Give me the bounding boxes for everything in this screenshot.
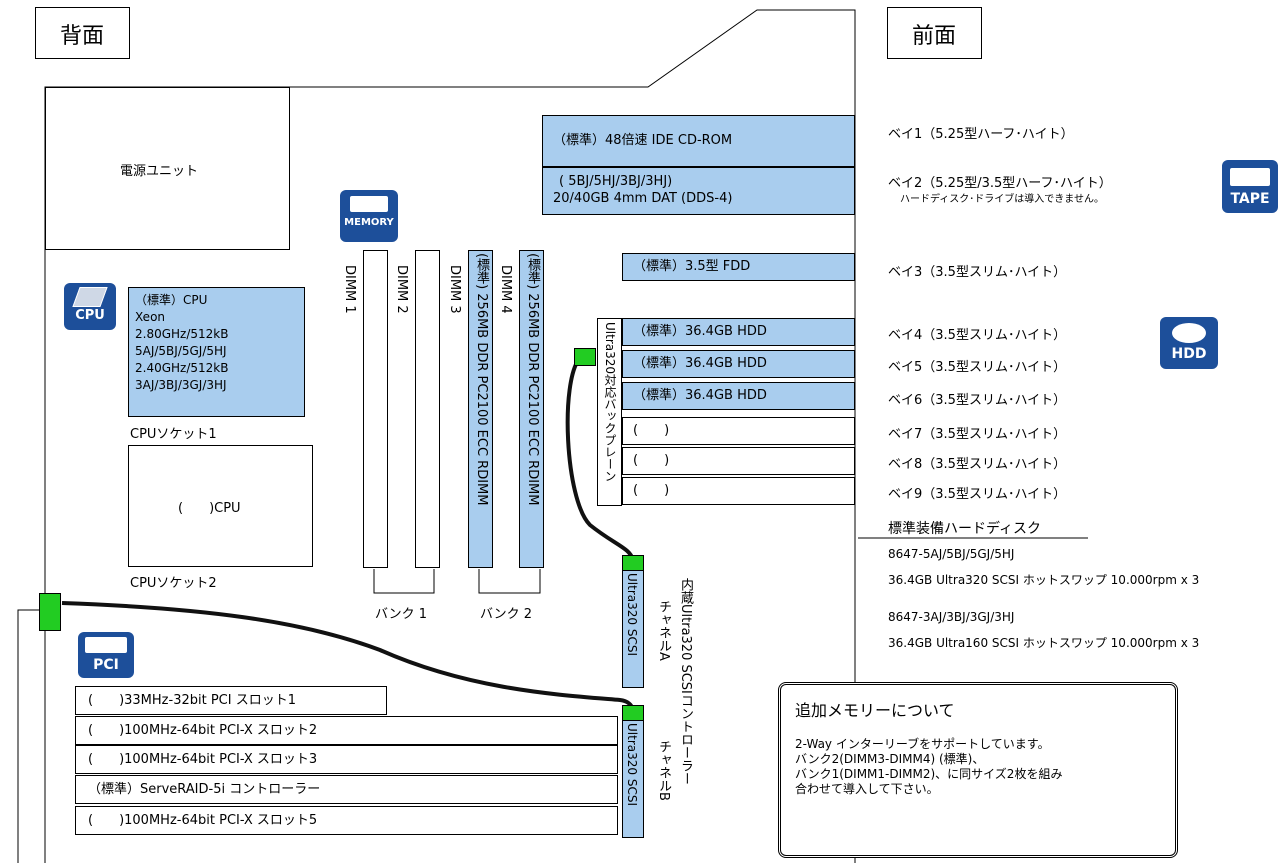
cpu-socket-2-label: ( )CPU xyxy=(178,501,241,516)
bay-6-hdd: （標準）36.4GB HDD xyxy=(622,382,855,410)
hdd-icon: HDD xyxy=(1160,317,1218,369)
bay-7-empty: ( ) xyxy=(622,417,855,445)
dimm-4-content: (標準) 256MB DDR PC2100 ECC RDIMM xyxy=(525,253,540,506)
bay-8-desc: ベイ8（3.5型スリム･ハイト） xyxy=(888,457,1067,472)
pci-slot-2: ( )100MHz-64bit PCI-X スロット2 xyxy=(75,716,618,745)
cpu-socket-1: （標準）CPU Xeon 2.80GHz/512kB 5AJ/5BJ/5GJ/5… xyxy=(128,287,305,417)
bay-1-cdrom: （標準）48倍速 IDE CD-ROM xyxy=(542,115,855,167)
pci-slot-3: ( )100MHz-64bit PCI-X スロット3 xyxy=(75,745,618,774)
bank-1-label: バンク 1 xyxy=(375,607,428,622)
cpu-socket-2 xyxy=(128,445,313,567)
bay-1-desc: ベイ1（5.25型ハーフ･ハイト） xyxy=(888,127,1074,142)
dimm-3-slot xyxy=(468,250,493,568)
cpu-socket-2-caption: CPUソケット2 xyxy=(130,576,217,591)
memory-note-line: 合わせて導入して下さい。 xyxy=(795,782,939,796)
bay-3-desc: ベイ3（3.5型スリム･ハイト） xyxy=(888,265,1067,280)
pci-slot-1: ( )33MHz-32bit PCI スロット1 xyxy=(75,686,387,715)
pci-slot-4: （標準）ServeRAID-5i コントローラー xyxy=(75,775,618,804)
cpu-line: 2.40GHz/512kB xyxy=(135,361,229,375)
back-header xyxy=(35,7,130,59)
memory-note-line: バンク2(DIMM3-DIMM4) (標準)、 xyxy=(795,752,985,766)
bay-6-desc: ベイ6（3.5型スリム･ハイト） xyxy=(888,393,1067,408)
standard-hdd-title: 標準装備ハードディスク xyxy=(888,521,1042,537)
scsi-port-a-label: Ultra320 SCSI xyxy=(625,573,639,656)
front-header xyxy=(887,7,982,59)
cpu-line: 3AJ/3BJ/3GJ/3HJ xyxy=(135,378,227,392)
dimm-4-slot xyxy=(519,250,544,568)
pci-icon: PCI xyxy=(78,632,134,678)
standard-hdd-desc-2: 36.4GB Ultra160 SCSI ホットスワップ 10.000rpm x… xyxy=(888,636,1200,650)
backplane xyxy=(597,318,622,506)
cpu-line: 5AJ/5BJ/5GJ/5HJ xyxy=(135,344,227,358)
cpu-line: 2.80GHz/512kB xyxy=(135,327,229,341)
dat-line-2: 20/40GB 4mm DAT (DDS-4) xyxy=(553,191,733,206)
dimm-3-content: (標準) 256MB DDR PC2100 ECC RDIMM xyxy=(474,253,489,506)
tape-icon: TAPE xyxy=(1222,160,1278,213)
bay-4-hdd: （標準）36.4GB HDD xyxy=(622,318,855,346)
memory-note-line: バンク1(DIMM1-DIMM2)、に同サイズ2枚を組み xyxy=(795,767,1063,781)
bay-4-desc: ベイ4（3.5型スリム･ハイト） xyxy=(888,328,1067,343)
pci-slot-5: ( )100MHz-64bit PCI-X スロット5 xyxy=(75,806,618,835)
memory-icon: MEMORY xyxy=(340,190,398,242)
backplane-label: Ultra320対応バックプレーン xyxy=(603,322,617,483)
standard-hdd-model-1: 8647-5AJ/5BJ/5GJ/5HJ xyxy=(888,547,1015,561)
front-header-label: 前面 xyxy=(912,24,957,49)
scsi-controller-label: 内蔵Ultra320 SCSIコントローラー xyxy=(678,578,693,785)
bay-7-desc: ベイ7（3.5型スリム･ハイト） xyxy=(888,427,1067,442)
bay-2-dat: ( 5BJ/5HJ/3BJ/3HJ) 20/40GB 4mm DAT (DDS-… xyxy=(542,167,855,215)
channel-a-label: チャネルA xyxy=(656,600,671,661)
bay-9-desc: ベイ9（3.5型スリム･ハイト） xyxy=(888,487,1067,502)
bay-9-empty: ( ) xyxy=(622,477,855,505)
power-unit xyxy=(45,87,290,250)
scsi-port-b xyxy=(622,720,644,838)
memory-note-line: 2-Way インターリーブをサポートしています。 xyxy=(795,737,1050,751)
bay-2-desc: ベイ2（5.25型/3.5型ハーフ･ハイト） xyxy=(888,176,1112,191)
bay-5-hdd: （標準）36.4GB HDD xyxy=(622,350,855,378)
memory-note-box: 追加メモリーについて 2-Way インターリーブをサポートしています。 バンク2… xyxy=(778,682,1178,858)
cpu-socket-1-caption: CPUソケット1 xyxy=(130,427,217,442)
dimm-2-label: DIMM 2 xyxy=(394,265,409,314)
cpu-line: Xeon xyxy=(135,310,166,324)
power-unit-label: 電源ユニット xyxy=(120,164,199,179)
scsi-port-b-label: Ultra320 SCSI xyxy=(625,723,639,806)
channel-a-connector xyxy=(622,555,644,571)
bay-2-note: ハードディスク･ドライブは導入できません。 xyxy=(900,194,1104,205)
dimm-1-slot xyxy=(363,250,388,568)
standard-hdd-desc-1: 36.4GB Ultra320 SCSI ホットスワップ 10.000rpm x… xyxy=(888,573,1200,587)
backplane-connector xyxy=(574,348,596,366)
channel-b-connector xyxy=(622,705,644,721)
dat-line-1: ( 5BJ/5HJ/3BJ/3HJ) xyxy=(559,174,673,189)
pci-raid-connector xyxy=(39,593,61,631)
channel-b-label: チャネルB xyxy=(656,740,671,801)
cpu-line: （標準）CPU xyxy=(135,293,208,307)
cpu-icon: CPU xyxy=(64,283,116,330)
memory-note-title: 追加メモリーについて xyxy=(795,701,955,720)
dimm-2-slot xyxy=(415,250,440,568)
dimm-3-label: DIMM 3 xyxy=(447,265,462,314)
back-header-label: 背面 xyxy=(60,24,105,49)
bay-5-desc: ベイ5（3.5型スリム･ハイト） xyxy=(888,360,1067,375)
scsi-port-a xyxy=(622,570,644,688)
bank-2-label: バンク 2 xyxy=(480,607,533,622)
bay-3-fdd: （標準）3.5型 FDD xyxy=(622,253,855,281)
standard-hdd-model-2: 8647-3AJ/3BJ/3GJ/3HJ xyxy=(888,610,1015,624)
dimm-4-label: DIMM 4 xyxy=(498,265,513,314)
dimm-1-label: DIMM 1 xyxy=(342,265,357,314)
bay-8-empty: ( ) xyxy=(622,447,855,475)
